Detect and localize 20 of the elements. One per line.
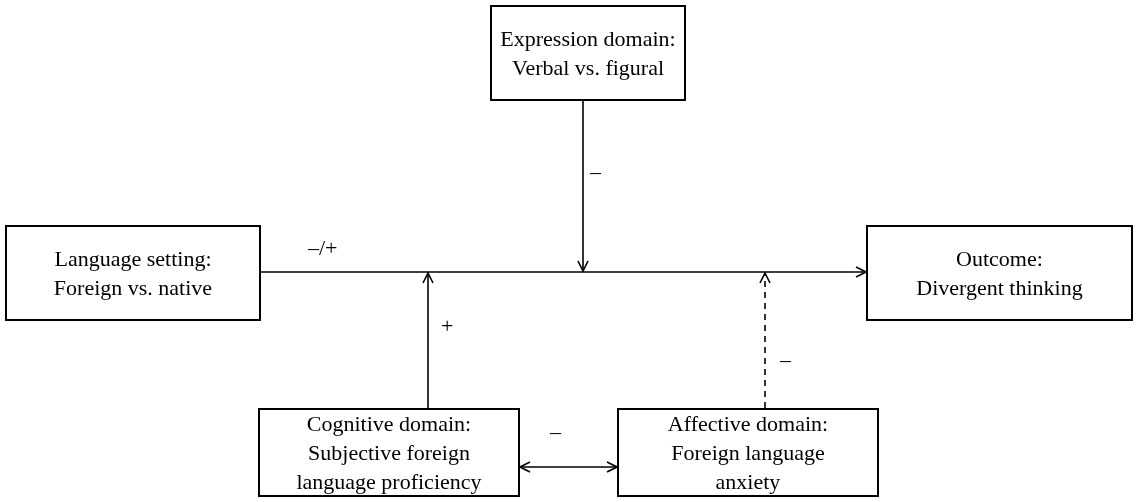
box-text: Expression domain:	[500, 25, 676, 53]
process-box	[490, 5, 686, 101]
box-text: Divergent thinking	[916, 274, 1083, 302]
box-text: Foreign language anxiety	[670, 439, 826, 496]
process-box	[617, 408, 879, 497]
box-text: Foreign vs. native	[53, 274, 213, 302]
box-text: Verbal vs. figural	[511, 54, 665, 82]
box-text: Cognitive domain:	[306, 410, 472, 438]
arrow	[519, 461, 618, 473]
box-text: Language setting:	[54, 245, 212, 273]
arrow	[759, 272, 771, 409]
process-box	[866, 225, 1133, 321]
process-box	[5, 225, 261, 321]
arrow	[422, 272, 434, 409]
arrow	[577, 100, 589, 272]
box-text: Outcome:	[956, 245, 1043, 273]
process-box	[258, 408, 520, 497]
arrow	[260, 266, 867, 278]
box-text: Affective domain:	[667, 410, 829, 438]
box-text: Subjective foreign language proficiency	[295, 439, 483, 496]
